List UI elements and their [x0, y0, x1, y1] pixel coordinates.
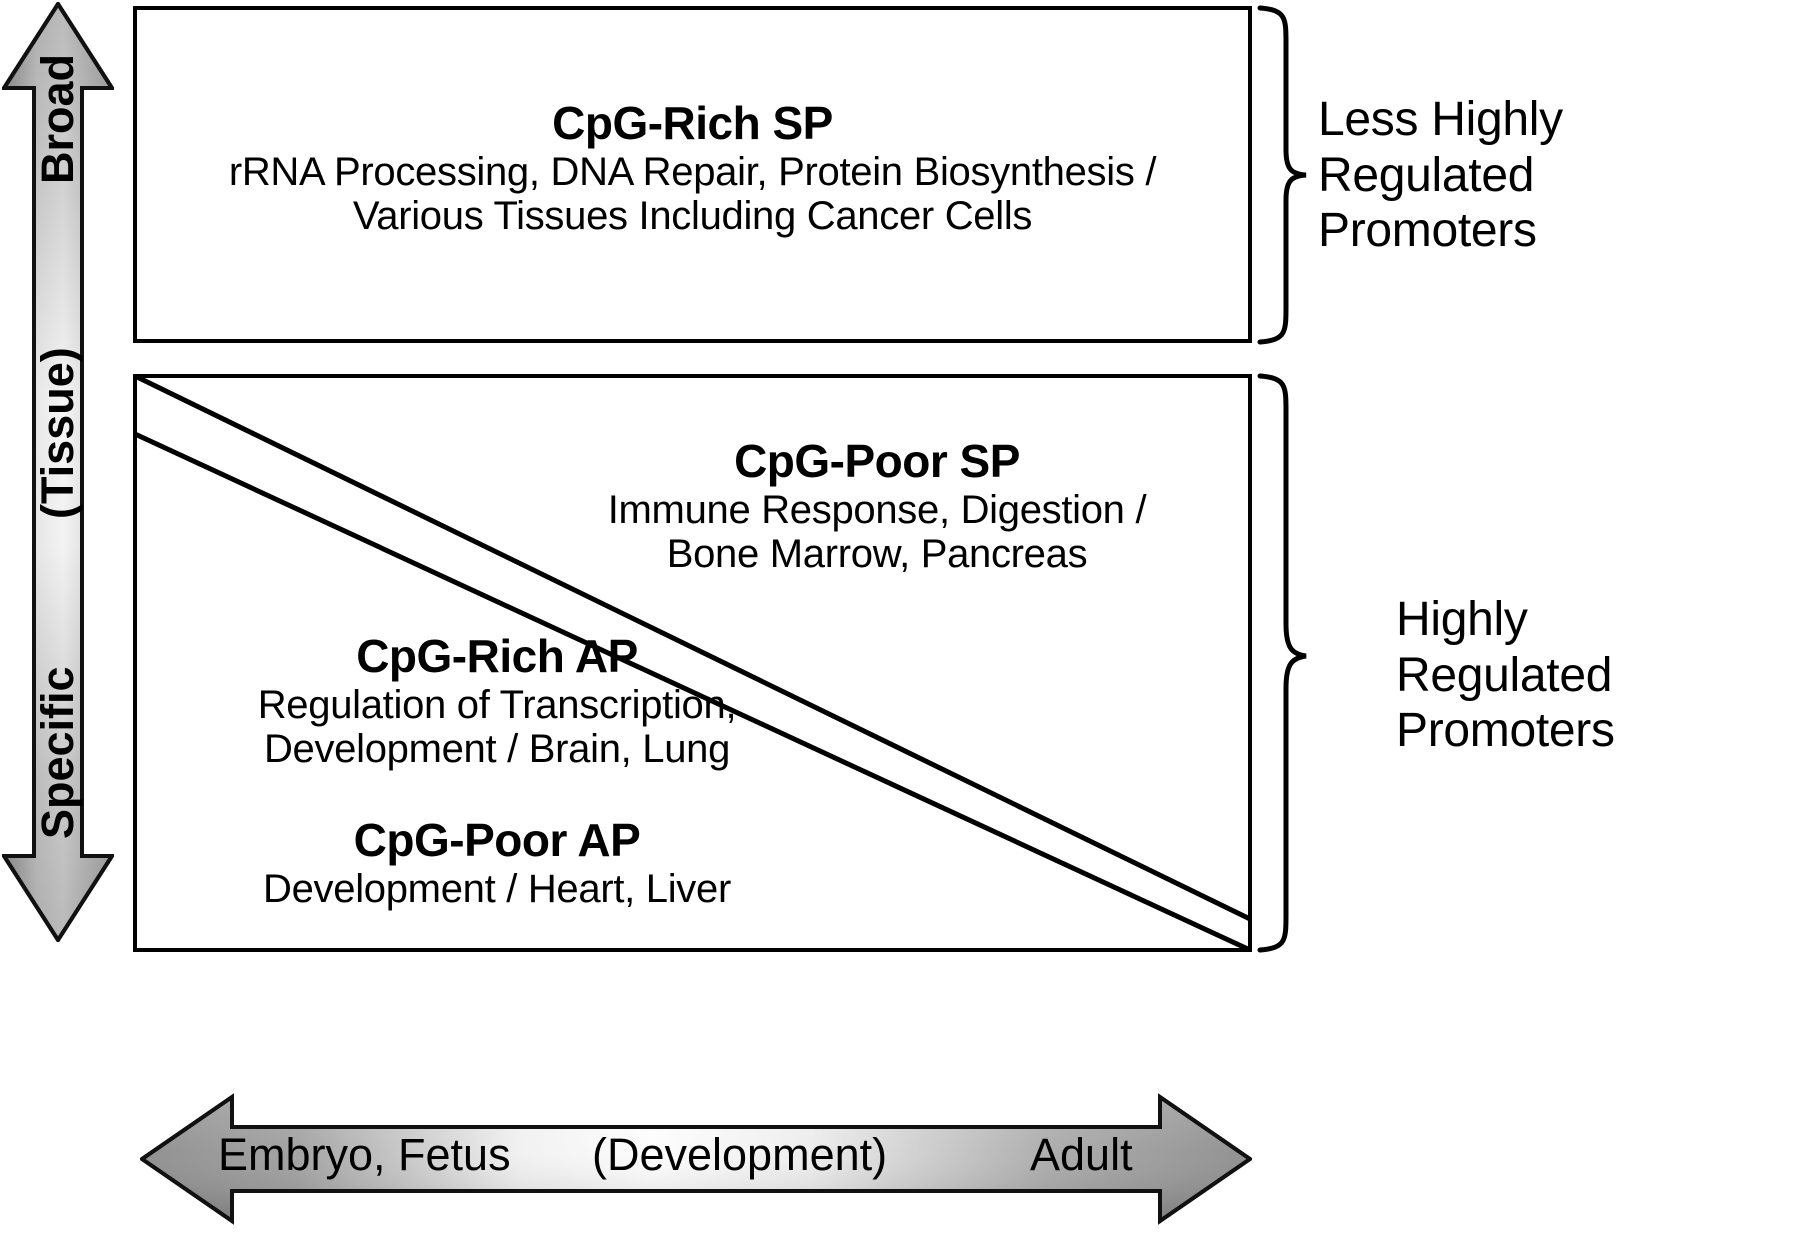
category-desc-line1-cpg-rich-ap: Regulation of Transcription,	[257, 682, 737, 727]
vertical-arrow-shape	[0, 0, 116, 944]
horizontal-arrow-shape	[138, 1093, 1254, 1225]
caption-line-1: Highly	[1396, 593, 1528, 646]
category-desc-line1-cpg-poor-sp: Immune Response, Digestion /	[607, 487, 1147, 532]
caption-line-2: Regulated	[1396, 648, 1613, 702]
category-block-cpg-poor-sp: CpG-Poor SP Immune Response, Digestion /…	[517, 435, 1237, 577]
caption-line-1: Less Highly	[1318, 93, 1563, 146]
category-title-cpg-poor-ap: CpG-Poor AP	[353, 814, 641, 866]
category-desc-line1-cpg-poor-ap: Development / Heart, Liver	[263, 866, 731, 911]
category-title-cpg-rich-sp: CpG-Rich SP	[552, 97, 833, 149]
panel-cpg-rich-sp: CpG-Rich SP rRNA Processing, DNA Repair,…	[133, 6, 1252, 343]
axis-label-specific: Specific	[32, 666, 83, 839]
category-title-cpg-rich-ap: CpG-Rich AP	[356, 630, 638, 682]
axis-label-development: (Development)	[592, 1129, 888, 1180]
category-desc-line1-cpg-rich-sp: rRNA Processing, DNA Repair, Protein Bio…	[228, 149, 1157, 194]
curly-brace-icon	[1257, 5, 1307, 345]
tissue-specificity-axis-arrow: Broad (Tissue) Specific	[0, 0, 116, 944]
caption-line-2: Regulated	[1318, 148, 1535, 202]
axis-label-broad: Broad	[32, 53, 83, 184]
category-block-cpg-rich-sp: CpG-Rich SP rRNA Processing, DNA Repair,…	[137, 97, 1248, 239]
category-desc-line2-cpg-rich-ap: Development / Brain, Lung	[263, 727, 731, 772]
axis-label-adult: Adult	[1030, 1129, 1133, 1180]
caption-line-3: Promoters	[1396, 704, 1615, 758]
caption-line-3: Promoters	[1318, 204, 1537, 258]
development-axis-arrow: Embryo, Fetus (Development) Adult	[138, 1083, 1254, 1235]
curly-brace-icon	[1257, 373, 1307, 953]
panel-highly-regulated-promoters: CpG-Poor SP Immune Response, Digestion /…	[133, 374, 1252, 952]
bracket-less-highly-regulated	[1256, 4, 1308, 346]
bracket-caption-less-highly-regulated: Less Highly Regulated Promoters	[1318, 92, 1563, 259]
category-block-cpg-rich-ap: CpG-Rich AP Regulation of Transcription,…	[147, 630, 847, 772]
category-block-cpg-poor-ap: CpG-Poor AP Development / Heart, Liver	[147, 814, 847, 911]
category-desc-line2-cpg-poor-sp: Bone Marrow, Pancreas	[666, 532, 1088, 577]
bracket-highly-regulated	[1256, 372, 1308, 954]
category-desc-line2-cpg-rich-sp: Various Tissues Including Cancer Cells	[352, 194, 1033, 239]
axis-label-tissue: (Tissue)	[32, 347, 83, 519]
category-title-cpg-poor-sp: CpG-Poor SP	[734, 435, 1020, 487]
bracket-caption-highly-regulated: Highly Regulated Promoters	[1396, 592, 1615, 759]
axis-label-embryo-fetus: Embryo, Fetus	[218, 1129, 511, 1180]
